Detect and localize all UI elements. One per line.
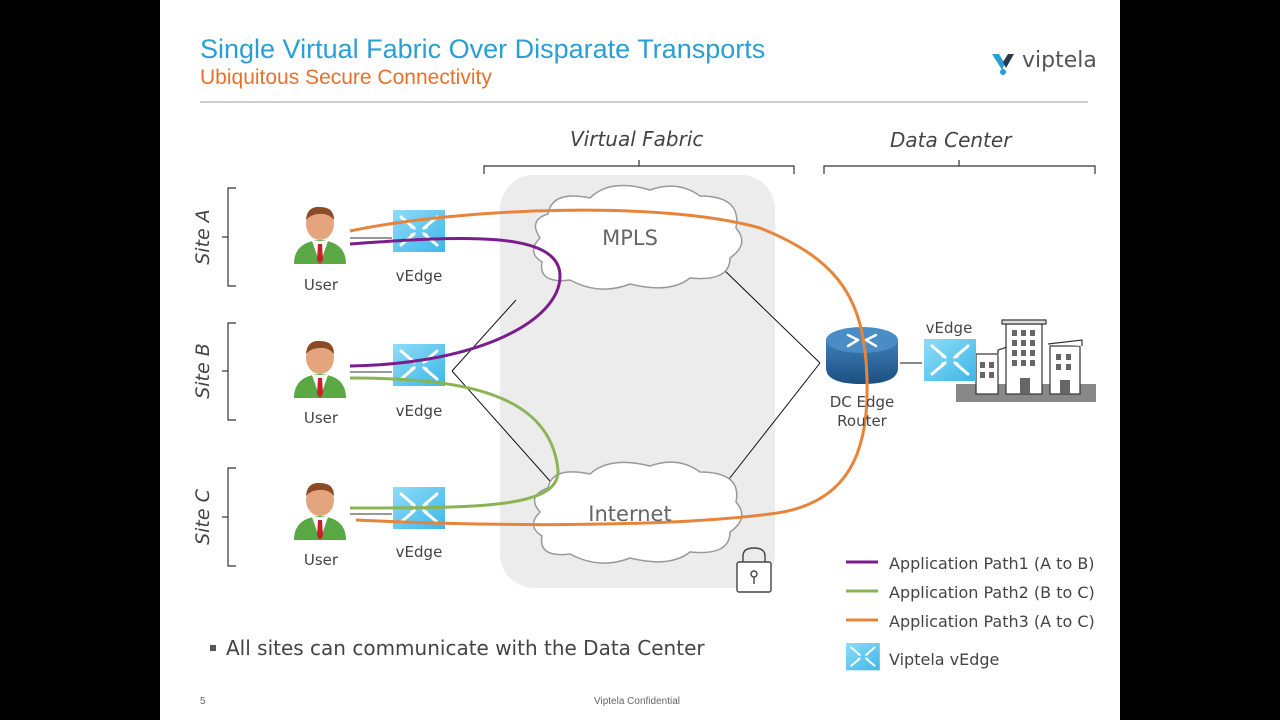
user-icon-site-c (294, 482, 346, 540)
mpls-label: MPLS (602, 226, 658, 250)
vedge-icon-data-center (922, 337, 978, 383)
title-divider (200, 101, 1088, 103)
legend-swatches (846, 560, 878, 622)
application-path-3 (349, 208, 869, 527)
slide-title: Single Virtual Fabric Over Disparate Tra… (200, 34, 766, 64)
user-links (350, 237, 392, 515)
vedge-label-site-c: vEdge (395, 543, 443, 561)
legend-path-2: Application Path2 (B to C) (889, 583, 1095, 602)
bullet-item: All sites can communicate with the Data … (226, 636, 705, 660)
legend-path-1: Application Path1 (A to B) (889, 554, 1095, 573)
transport-links (451, 267, 922, 491)
logo-wordmark: viptela (1022, 48, 1097, 73)
footer-confidential: Viptela Confidential (594, 696, 680, 707)
section-brackets (222, 160, 1096, 567)
data-center-buildings-icon (956, 319, 1096, 402)
section-label-virtual-fabric: Virtual Fabric (570, 127, 704, 151)
legend-vedge-icon (845, 642, 881, 672)
legend-path-3: Application Path3 (A to C) (889, 612, 1095, 631)
user-icon-site-a (294, 206, 346, 264)
vedge-label-site-a: vEdge (395, 267, 443, 285)
page-number: 5 (200, 696, 206, 707)
user-label-site-b: User (303, 409, 339, 427)
user-icon-site-b (294, 340, 346, 398)
user-label-site-c: User (303, 551, 339, 569)
site-label-c: Site C (192, 489, 214, 545)
user-label-site-a: User (303, 276, 339, 294)
vedge-label-site-b: vEdge (395, 402, 443, 420)
slide: Single Virtual Fabric Over Disparate Tra… (160, 0, 1120, 720)
lock-icon (736, 547, 772, 593)
vedge-icon-site-a (391, 208, 447, 254)
application-path-2 (349, 376, 560, 510)
application-path-1 (349, 236, 562, 368)
slide-subtitle: Ubiquitous Secure Connectivity (200, 66, 492, 89)
viptela-logo-icon (992, 54, 1014, 75)
network-diagram (210, 160, 1096, 672)
site-label-b: Site B (192, 343, 214, 399)
site-label-a: Site A (192, 209, 214, 265)
section-label-data-center: Data Center (890, 128, 1012, 152)
dc-edge-router-label-line2: Router (837, 412, 887, 430)
bullet-marker (210, 645, 216, 651)
internet-label: Internet (588, 502, 672, 526)
vedge-label-data-center: vEdge (925, 319, 973, 337)
legend-vedge: Viptela vEdge (889, 650, 1000, 669)
dc-edge-router-label-line1: DC Edge (829, 393, 895, 411)
